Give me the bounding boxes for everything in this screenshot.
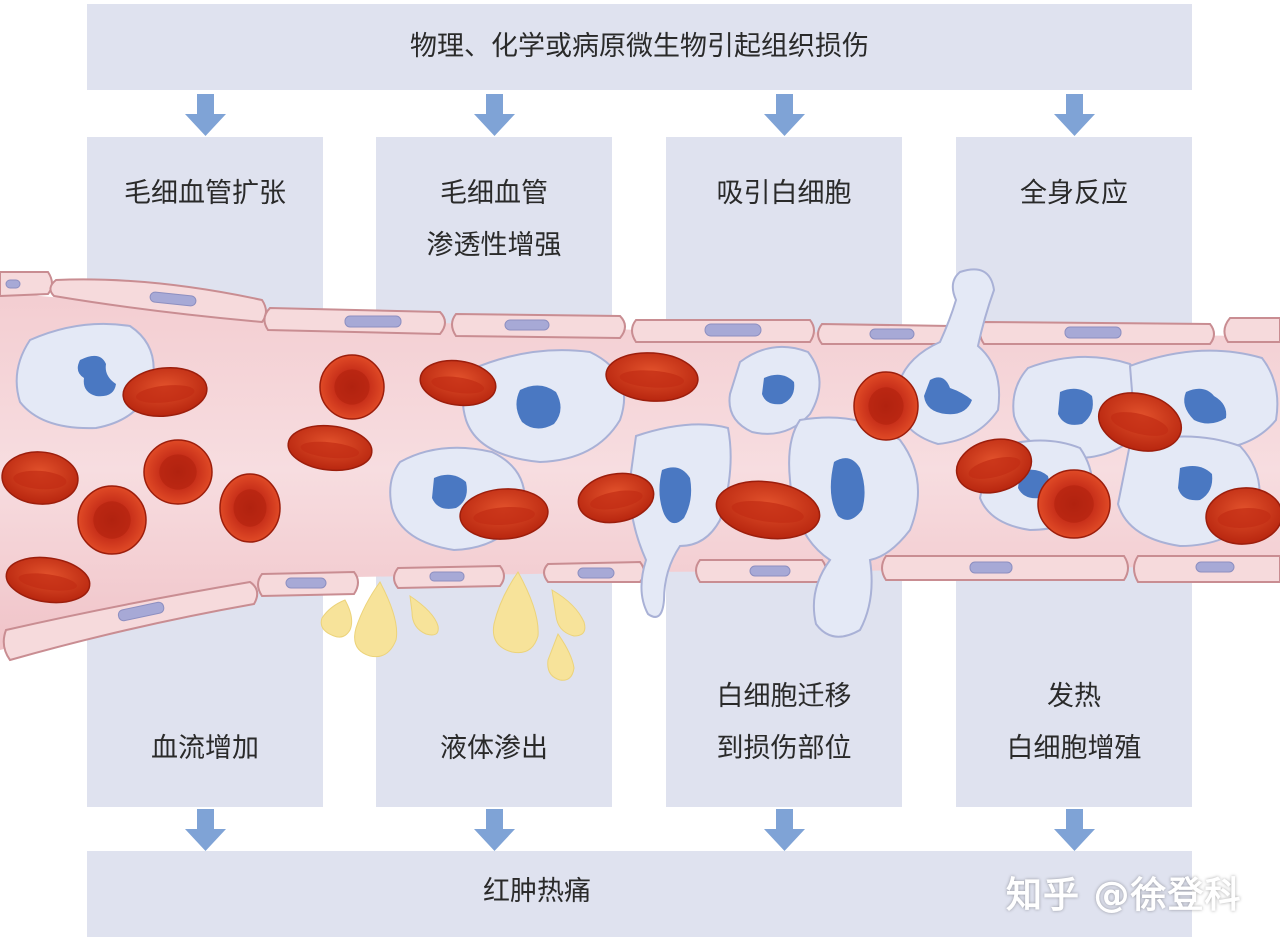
red-blood-cell xyxy=(419,359,497,407)
nucleus xyxy=(830,458,865,520)
footer-panel xyxy=(87,851,1192,937)
col3-bottom-line2: 到损伤部位 xyxy=(716,733,852,764)
red-blood-cell xyxy=(1097,392,1183,452)
header-panel xyxy=(87,4,1192,90)
nucleus xyxy=(1184,388,1227,424)
fluid-droplet xyxy=(551,589,586,637)
nucleus xyxy=(762,374,795,405)
down-arrow-icon xyxy=(764,809,805,851)
nucleus xyxy=(659,467,692,524)
red-blood-cells xyxy=(1,352,1280,604)
exudate-droplets xyxy=(320,571,586,681)
red-blood-cell xyxy=(1,451,79,505)
down-arrow-icon xyxy=(474,809,515,851)
header-text: 物理、化学或病原微生物引起组织损伤 xyxy=(410,31,869,62)
col2-top-line1: 毛细血管 xyxy=(440,178,548,209)
endothelial-cell xyxy=(2,580,259,662)
nucleus xyxy=(516,385,561,429)
col3-top-line1: 吸引白细胞 xyxy=(716,178,852,209)
red-blood-cell xyxy=(715,480,821,540)
col2-top-line2: 渗透性增强 xyxy=(426,230,562,261)
red-blood-cell xyxy=(319,354,385,420)
col1-bottom-line1: 血流增加 xyxy=(151,733,259,764)
down-arrow-icon xyxy=(474,94,515,136)
upper-endothelial-nuclei xyxy=(5,279,1122,340)
nucleus xyxy=(1178,466,1213,501)
fluid-droplet xyxy=(354,581,398,658)
red-blood-cell xyxy=(955,438,1033,494)
red-blood-cell xyxy=(122,366,208,418)
white-blood-cell xyxy=(894,268,1001,446)
red-blood-cell xyxy=(77,485,147,555)
red-blood-cell xyxy=(143,439,213,505)
watermark: 知乎 @徐登科 xyxy=(1006,875,1242,916)
red-blood-cell xyxy=(219,473,281,543)
red-blood-cell xyxy=(459,488,549,540)
nucleus xyxy=(432,474,467,509)
nucleus xyxy=(1058,388,1093,425)
col1-top-line1: 毛细血管扩张 xyxy=(124,178,286,209)
red-blood-cell xyxy=(577,472,655,524)
red-blood-cell xyxy=(287,424,373,472)
down-arrow-icon xyxy=(764,94,805,136)
lower-endothelial-nuclei xyxy=(117,561,1235,622)
red-blood-cell xyxy=(5,556,91,604)
red-blood-cell xyxy=(605,352,699,402)
fluid-droplet xyxy=(547,632,575,681)
red-blood-cell xyxy=(1205,487,1280,545)
down-arrow-icon xyxy=(185,809,226,851)
fluid-droplet xyxy=(320,599,353,638)
nucleus xyxy=(77,355,116,397)
red-blood-cell xyxy=(1037,469,1111,539)
nucleus xyxy=(924,377,972,415)
col4-bottom-line2: 白细胞增殖 xyxy=(1006,733,1142,764)
down-arrow-icon xyxy=(185,94,226,136)
col4-top-line1: 全身反应 xyxy=(1020,178,1128,209)
red-blood-cell xyxy=(853,371,919,441)
col3-bottom-line1: 白细胞迁移 xyxy=(716,681,852,712)
col4-bottom-line1: 发热 xyxy=(1047,681,1101,712)
footer-text: 红肿热痛 xyxy=(483,876,591,907)
fluid-droplet xyxy=(492,571,539,654)
endothelial-cell xyxy=(1223,317,1280,343)
fluid-droplet xyxy=(409,594,439,636)
col2-bottom-line1: 液体渗出 xyxy=(440,733,548,764)
down-arrow-icon xyxy=(1054,809,1095,851)
down-arrow-icon xyxy=(1054,94,1095,136)
